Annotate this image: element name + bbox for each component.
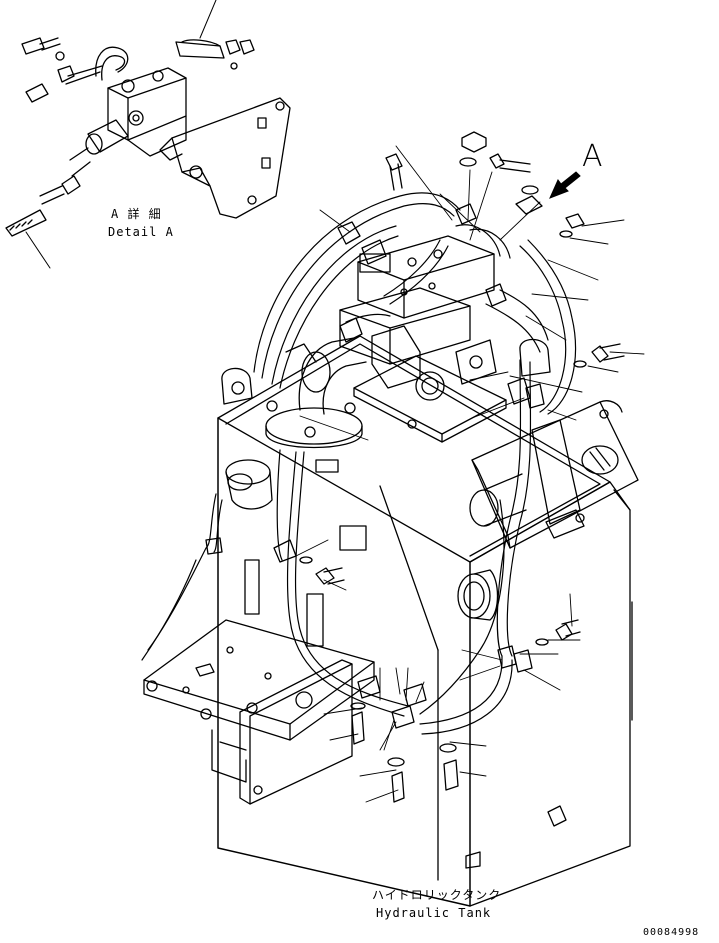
drawing-number: 00084998 [643,927,700,938]
detail-a-assembly [6,0,290,268]
detail-a-leader [26,232,50,268]
leader-lines [296,146,644,802]
accumulator-bracket [470,401,638,548]
base-plate [144,620,374,804]
detail-a-leader [200,0,216,38]
suction-pipe [266,338,366,448]
detail-a-valve-block [108,68,186,156]
hydraulic-hoses [142,193,576,734]
tank-label-en: Hydraulic Tank [376,906,492,920]
detail-a-bracket [160,98,290,218]
tank-boss [340,526,366,550]
sight-gauge [245,560,259,614]
detail-a-bolts [6,38,254,236]
detail-a-solenoid [40,120,128,204]
tank-boss [316,460,338,472]
view-direction-arrow-icon [549,171,581,199]
tank-label-jp: ハイドロリックタンク [372,888,502,902]
view-a-marker: A [582,139,603,174]
hydraulic-tank-body [218,336,632,906]
hose-clamps [206,204,544,728]
detail-a-label-jp: A 詳 細 [111,207,162,221]
detail-a-label-en: Detail A [108,225,174,239]
tank-filler-cap [226,460,272,509]
sight-gauge [307,594,323,646]
detail-a-hose [58,47,128,84]
control-valve [340,236,506,442]
return-filter [458,570,498,620]
